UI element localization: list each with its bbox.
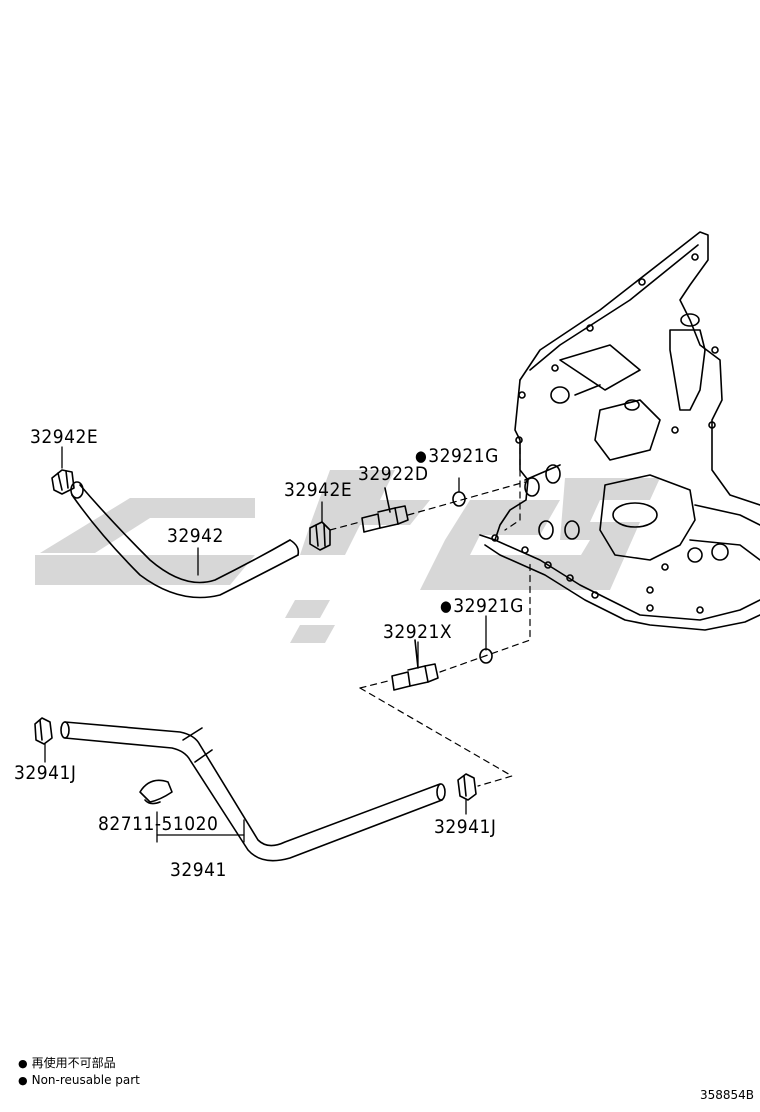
label-32921G-top-text: 32921G: [428, 445, 499, 467]
transmission-case: [479, 231, 760, 631]
legend-japanese: ●再使用不可部品: [18, 1057, 116, 1069]
legend-japanese-text: 再使用不可部品: [31, 1056, 116, 1070]
label-32922D: 32922D: [358, 463, 429, 485]
label-32941J-right: 32941J: [434, 816, 497, 838]
legend-english: ●Non-reusable part: [18, 1074, 140, 1086]
legend-english-text: Non-reusable part: [31, 1073, 140, 1087]
leader-lines: [44, 446, 487, 843]
union-32922D: [361, 487, 409, 533]
clip-32942E-left: [51, 469, 75, 495]
label-32942E-mid: 32942E: [284, 479, 353, 501]
dashed-lines: [329, 447, 531, 787]
label-32941: 32941: [170, 859, 227, 881]
hose-32941: [60, 721, 446, 862]
label-32921G-mid-text: 32921G: [453, 595, 524, 617]
union-32921X: [391, 639, 439, 691]
watermark-logo: [35, 470, 660, 643]
label-32942: 32942: [167, 525, 224, 547]
legend-bullet-icon: ●: [18, 1057, 28, 1070]
clip-32941J-right: [457, 773, 477, 801]
label-32921G-mid: 32921G: [440, 597, 524, 616]
label-32942E-left: 32942E: [30, 426, 99, 448]
clip-32941J-left: [34, 717, 53, 745]
clamp-82711-51020: [139, 779, 173, 805]
label-32921X: 32921X: [383, 621, 453, 643]
label-32921G-top: 32921G: [415, 447, 499, 466]
label-32941J-left: 32941J: [14, 762, 77, 784]
label-82711-51020: 82711-51020: [98, 813, 219, 835]
illustration-id: 358854B: [699, 1088, 754, 1102]
legend-bullet-icon: ●: [18, 1074, 28, 1087]
